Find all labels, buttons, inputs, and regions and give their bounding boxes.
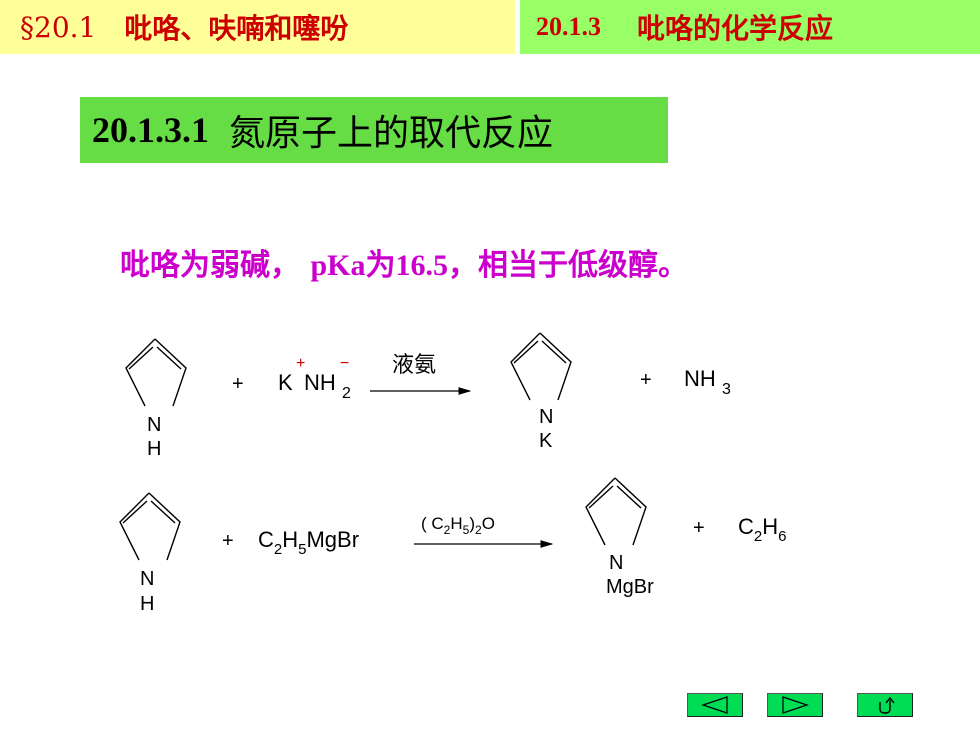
subheading-number: 20.1.3.1 xyxy=(92,110,209,150)
subsection-title: 吡咯的化学反应 xyxy=(637,12,834,45)
section-title: 吡咯、呋喃和噻吩 xyxy=(124,12,349,45)
rx2-product-MgBr: MgBr xyxy=(606,576,654,598)
triangle-left-icon xyxy=(701,696,728,714)
subsection-number: 20.1.3 xyxy=(536,12,601,41)
pyrrole-ring-product-1 xyxy=(510,332,572,401)
subheading-box: 20.1.3.1 氮原子上的取代反应 xyxy=(80,97,668,163)
rx1-byproduct-sub: 3 xyxy=(722,381,731,398)
statement-part1: 吡咯为弱碱， xyxy=(120,248,300,283)
rx1-byproduct: NH xyxy=(684,366,716,391)
statement-part2: 为 xyxy=(365,248,396,283)
statement-pka: pKa xyxy=(310,249,366,282)
triangle-right-icon xyxy=(782,696,809,714)
rx2-reagent: C2H5MgBr xyxy=(258,527,359,558)
pyrrole-ring-reactant-1 xyxy=(125,338,187,407)
return-button[interactable] xyxy=(857,693,913,717)
pyrrole-ring-product-2 xyxy=(585,477,647,546)
statement-value: 16.5 xyxy=(395,249,448,282)
rx2-condition: ( C2H5)2O xyxy=(421,514,495,537)
rx1-reactant-N: N xyxy=(147,414,161,436)
rx1-plus-2: + xyxy=(640,369,652,391)
rx2-plus-1: + xyxy=(222,530,234,552)
rx1-charge-plus: + xyxy=(296,355,305,372)
rx2-plus-2: + xyxy=(693,517,705,539)
rx1-reagent-sub: 2 xyxy=(342,385,351,402)
rx2-byproduct: C2H6 xyxy=(738,514,786,545)
rx2-product-N: N xyxy=(609,552,623,574)
statement-text: 吡咯为弱碱， pKa为16.5，相当于低级醇。 xyxy=(120,240,688,284)
statement-part3: ，相当于低级醇。 xyxy=(447,248,688,283)
rx1-reagent-NH: NH xyxy=(304,370,336,395)
rx1-reagent-K: K xyxy=(278,370,293,395)
subheading-title: 氮原子上的取代反应 xyxy=(229,113,554,154)
next-button[interactable] xyxy=(767,693,823,717)
header-subsection-bar: 20.1.3 吡咯的化学反应 xyxy=(520,0,980,54)
rx1-condition: 液氨 xyxy=(392,353,436,378)
rx1-product-N: N xyxy=(539,406,553,428)
rx1-plus-1: + xyxy=(232,373,244,395)
rx2-reactant-N: N xyxy=(140,568,154,590)
return-arrow-icon xyxy=(879,696,895,714)
header-section-bar: §20.1 吡咯、呋喃和噻吩 xyxy=(0,0,515,54)
pyrrole-ring-reactant-2 xyxy=(119,492,181,561)
rx1-charge-minus: − xyxy=(340,355,349,372)
section-number: §20.1 xyxy=(20,10,97,44)
rx1-product-K: K xyxy=(539,430,553,452)
prev-button[interactable] xyxy=(687,693,743,717)
rx1-reactant-H: H xyxy=(147,438,161,460)
rx2-reactant-H: H xyxy=(140,593,154,615)
